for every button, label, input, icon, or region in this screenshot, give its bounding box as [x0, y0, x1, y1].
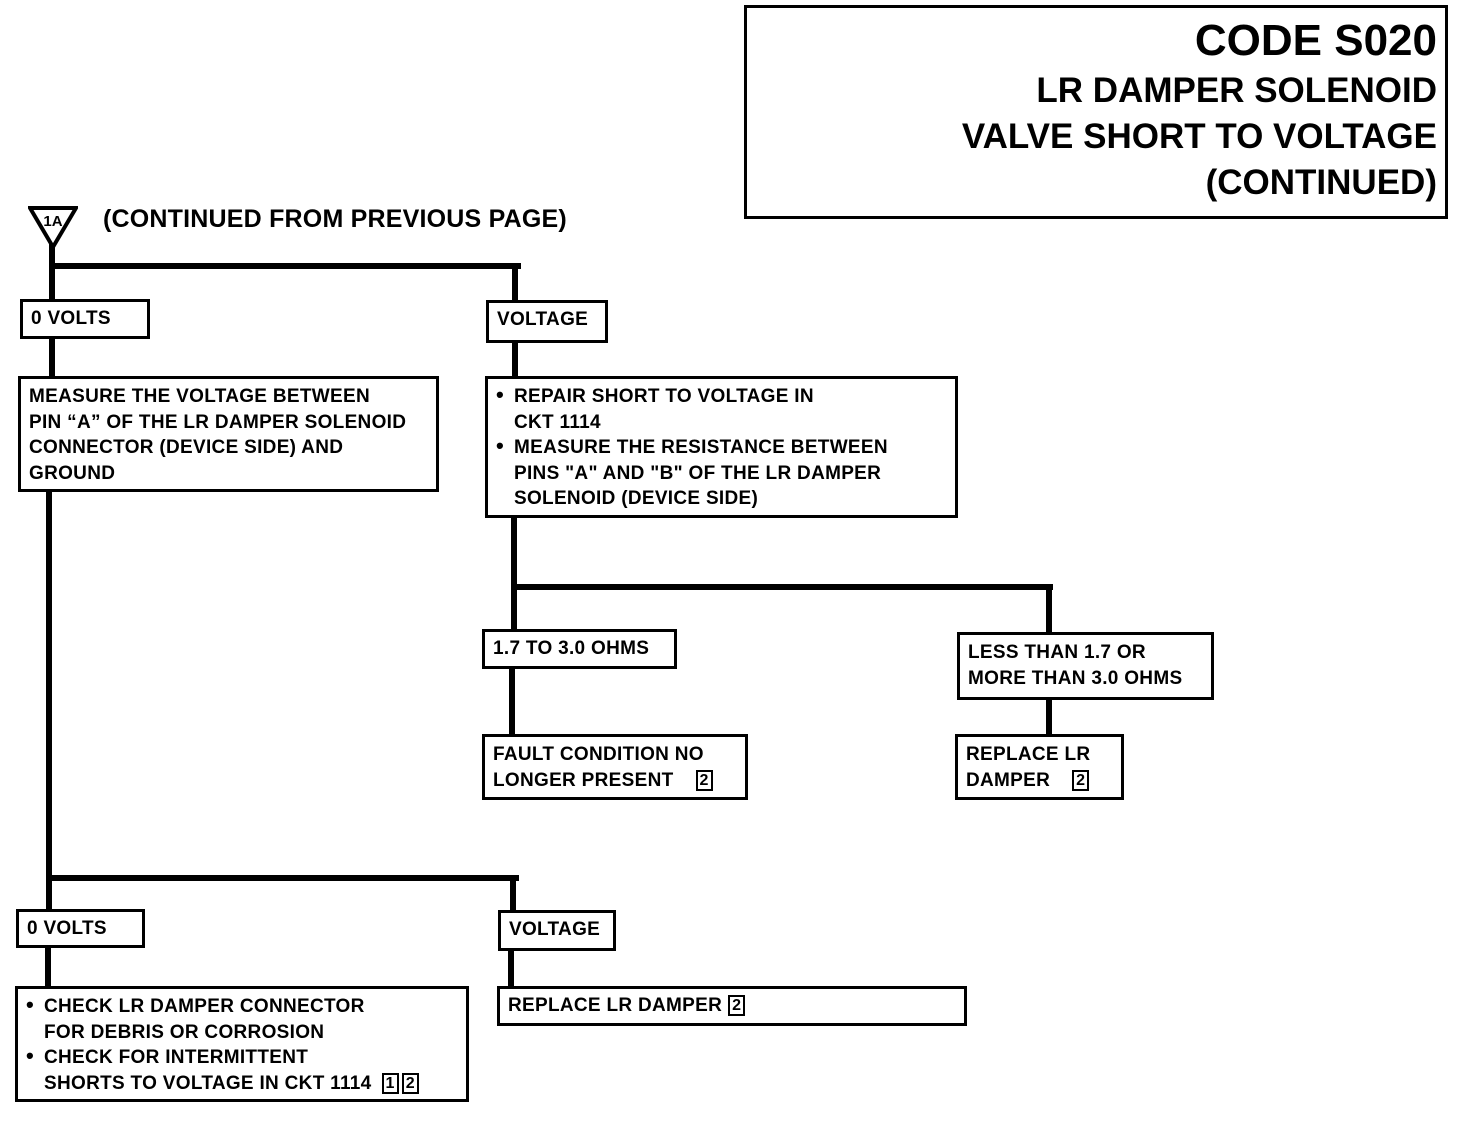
- connector-line: [1046, 697, 1052, 739]
- fault-not-present-box: FAULT CONDITION NO LONGER PRESENT 2: [482, 734, 748, 800]
- box-line: CHECK FOR INTERMITTENT: [44, 1047, 309, 1068]
- check-connector-box: CHECK LR DAMPER CONNECTOR FOR DEBRIS OR …: [15, 986, 469, 1102]
- marker-label: 1A: [43, 213, 62, 230]
- step-ref-badge: 2: [401, 1072, 419, 1094]
- box-line: LONGER PRESENT 2: [493, 768, 737, 794]
- title-box: CODE S020 LR DAMPER SOLENOID VALVE SHORT…: [744, 5, 1448, 219]
- box-line: REPLACE LR: [966, 744, 1091, 765]
- box-line-text: SHORTS TO VOLTAGE IN CKT 1114: [44, 1072, 372, 1094]
- box-line: SOLENOID (DEVICE SIDE): [514, 488, 759, 509]
- box-label: VOLTAGE: [509, 919, 601, 940]
- box-line-text: REPLACE LR DAMPER: [508, 995, 723, 1016]
- title-line: (CONTINUED): [1205, 163, 1437, 202]
- title-line: LR DAMPER SOLENOID: [1036, 71, 1437, 110]
- box-line: FAULT CONDITION NO: [493, 744, 704, 765]
- connector-line: [512, 263, 518, 303]
- title-code: CODE S020: [1194, 16, 1437, 65]
- connector-line: [49, 263, 521, 269]
- connector-line: [45, 944, 51, 990]
- zero-volts-box: 0 VOLTS: [20, 299, 150, 339]
- connector-line: [510, 875, 516, 915]
- bullet-item: REPAIR SHORT TO VOLTAGE IN CKT 1114: [496, 382, 947, 435]
- step-ref-badge: 2: [1072, 769, 1090, 791]
- box-line: LESS THAN 1.7 OR: [968, 642, 1146, 663]
- box-line: MORE THAN 3.0 OHMS: [968, 667, 1183, 689]
- voltage-box: VOLTAGE: [498, 910, 616, 951]
- connector-line: [511, 584, 1053, 590]
- box-line: DAMPER 2: [966, 768, 1113, 794]
- box-line: GROUND: [29, 462, 116, 484]
- box-line: CKT 1114: [514, 411, 601, 433]
- bullet-item: CHECK FOR INTERMITTENT SHORTS TO VOLTAGE…: [26, 1043, 458, 1097]
- replace-damper-box: REPLACE LR DAMPER 2: [955, 734, 1124, 800]
- connector-line: [508, 947, 514, 989]
- box-line-text: LONGER PRESENT: [493, 769, 674, 791]
- box-line: CHECK LR DAMPER CONNECTOR: [44, 996, 365, 1017]
- box-line: REPAIR SHORT TO VOLTAGE IN: [514, 386, 814, 407]
- connector-line: [46, 875, 519, 881]
- bullet-item: MEASURE THE RESISTANCE BETWEEN PINS "A" …: [496, 433, 947, 512]
- connector-line: [1046, 584, 1052, 634]
- box-label: VOLTAGE: [497, 309, 589, 330]
- repair-short-box: REPAIR SHORT TO VOLTAGE IN CKT 1114 MEAS…: [485, 376, 958, 518]
- box-line: CONNECTOR (DEVICE SIDE) AND: [29, 437, 344, 458]
- box-label: 0 VOLTS: [31, 308, 111, 329]
- box-label: 1.7 TO 3.0 OHMS: [493, 638, 650, 659]
- connector-line: [49, 240, 55, 302]
- connector-line: [512, 340, 518, 380]
- connector-line: [509, 665, 515, 737]
- step-ref-badge: 2: [728, 995, 746, 1016]
- box-line: MEASURE THE VOLTAGE BETWEEN: [29, 386, 370, 407]
- ohms-ok-box: 1.7 TO 3.0 OHMS: [482, 629, 677, 669]
- step-ref-badge: 2: [695, 769, 713, 791]
- box-line-text: DAMPER: [966, 769, 1051, 791]
- box-line: PIN “A” OF THE LR DAMPER SOLENOID: [29, 411, 407, 433]
- box-label: 0 VOLTS: [27, 918, 107, 939]
- measure-voltage-box: MEASURE THE VOLTAGE BETWEEN PIN “A” OF T…: [18, 376, 439, 492]
- bullet-item: CHECK LR DAMPER CONNECTOR FOR DEBRIS OR …: [26, 992, 458, 1045]
- step-ref-badge: 1: [381, 1072, 399, 1094]
- box-line: FOR DEBRIS OR CORROSION: [44, 1021, 325, 1043]
- connector-line: [49, 335, 55, 380]
- continued-text: (CONTINUED FROM PREVIOUS PAGE): [103, 205, 567, 233]
- box-line: PINS "A" AND "B" OF THE LR DAMPER: [514, 462, 882, 484]
- connector-line: [511, 515, 517, 633]
- connector-triangle-icon: 1A: [28, 206, 78, 250]
- ohms-bad-box: LESS THAN 1.7 OR MORE THAN 3.0 OHMS: [957, 632, 1214, 700]
- title-line: VALVE SHORT TO VOLTAGE: [961, 117, 1437, 156]
- voltage-box: VOLTAGE: [486, 300, 608, 343]
- connector-line: [46, 488, 52, 912]
- box-line: MEASURE THE RESISTANCE BETWEEN: [514, 437, 888, 458]
- zero-volts-box: 0 VOLTS: [16, 909, 145, 948]
